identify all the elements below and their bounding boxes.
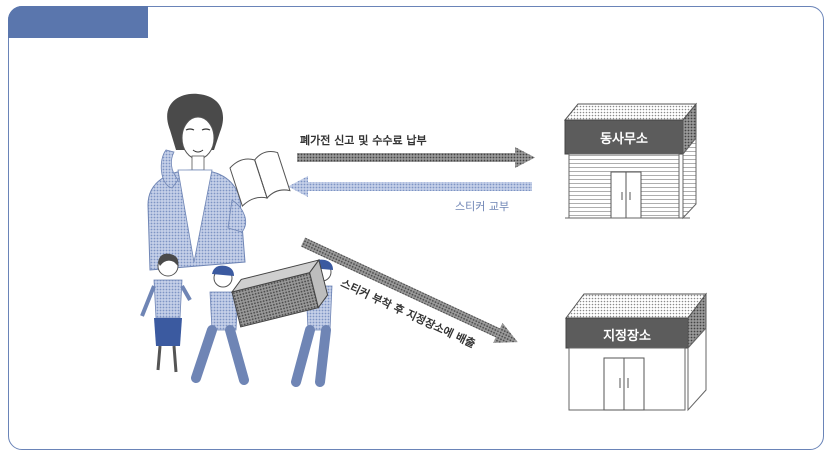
header-tab (8, 6, 148, 38)
office-sign: 동사무소 (600, 132, 648, 147)
arrow-to-site (300, 237, 518, 343)
arrow-to-office (297, 147, 535, 168)
label-arrow-from-office: 스티커 교부 (455, 200, 510, 213)
label-arrow-to-office: 폐가전 신고 및 수수료 납부 (300, 134, 427, 147)
walking-woman-figure (140, 253, 192, 373)
woman-with-book-figure (147, 93, 291, 271)
panel-frame (8, 6, 824, 450)
arrow-from-office (288, 176, 532, 197)
workers-carrying-appliance-figure (191, 258, 333, 387)
site-building (565, 292, 707, 412)
office-building (563, 102, 698, 220)
site-sign: 지정장소 (603, 329, 651, 344)
